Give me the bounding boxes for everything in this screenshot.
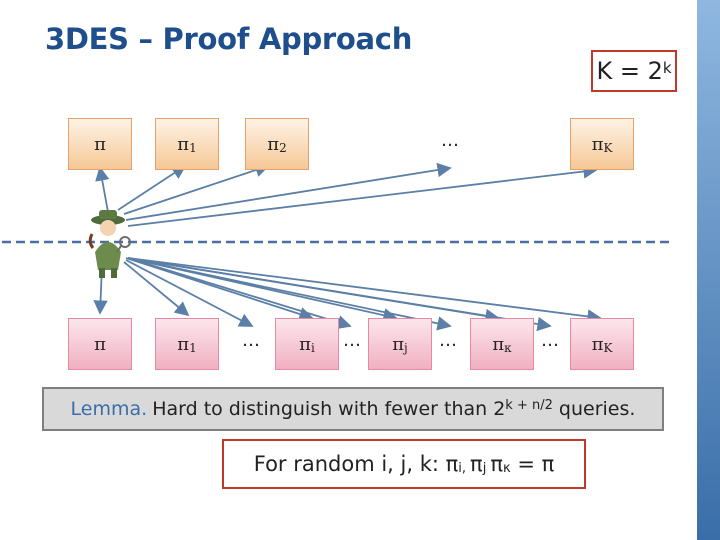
bottom-box-piK-symbol: π [591,333,604,355]
arrow-down-ellipsis-2 [127,257,352,330]
top-box-pi: π [68,118,132,170]
slide-title: 3DES – Proof Approach [45,22,413,56]
random-pi-j: π [470,452,483,476]
top-box-pi1-sub: 1 [189,141,197,155]
key-space-exp: k [662,59,672,77]
side-accent-bar [697,0,720,540]
random-pi-i: π [445,452,459,476]
random-sub-j: j [482,460,487,476]
arrow-down-pii [125,257,314,321]
bottom-box-pikappa-symbol: π [492,333,505,355]
lemma-banner: Lemma. Hard to distinguish with fewer th… [42,387,664,431]
arrow-up-pi [95,166,110,213]
bottom-ellipsis-4: … [541,330,559,351]
top-box-pi2-sub: 2 [279,141,287,155]
random-sub-k: κ [502,460,511,476]
bottom-ellipsis-2: … [343,330,361,351]
bottom-box-pii-symbol: π [299,333,311,355]
top-box-pi1-symbol: π [177,133,190,155]
arrow-down-ellipsis-3 [127,257,452,331]
lemma-exponent: k + n/2 [505,397,553,413]
arrow-up-piK [127,164,598,227]
arrow-up-pi1 [117,165,187,211]
top-ellipsis: … [441,130,459,151]
bottom-box-pii-sub: i [311,341,315,355]
random-prefix: For random i, j, k: [253,452,446,476]
lemma-text: Hard to distinguish with fewer than 2 [152,398,506,420]
top-box-piK-sub: K [603,141,613,155]
bottom-box-pij-symbol: π [392,333,405,355]
lemma-tail: queries. [552,398,636,420]
bottom-box-pi: π [68,318,132,370]
bottom-box-pi1-symbol: π [177,333,190,355]
bottom-ellipsis-3: … [439,330,457,351]
arrow-down-ellipsis-1 [125,259,254,327]
arrow-down-pi1 [123,261,190,317]
arrow-down-piK [127,257,602,324]
detective-icon [88,210,131,278]
bottom-box-piK-sub: K [603,341,613,355]
bottom-box-pij-sub: j [404,341,408,355]
bottom-box-pi1-sub: 1 [189,341,197,355]
random-equals: = π [510,452,555,476]
top-box-pi2-symbol: π [267,133,280,155]
random-pi-k: π [490,452,503,476]
random-sub-i: i, [458,460,467,476]
key-space-base: K = 2 [596,57,663,85]
arrow-down-ellipsis-4 [127,257,552,332]
lemma-label: Lemma. [70,398,148,420]
bottom-box-pi-symbol: π [94,333,106,355]
top-box-pi-symbol: π [94,133,106,155]
arrow-up-ellipsis [125,162,452,221]
bottom-box-pikappa-sub: κ [504,341,512,355]
top-box-piK-symbol: π [591,133,604,155]
bottom-ellipsis-1: … [242,330,260,351]
arrow-up-pi2 [123,163,270,215]
